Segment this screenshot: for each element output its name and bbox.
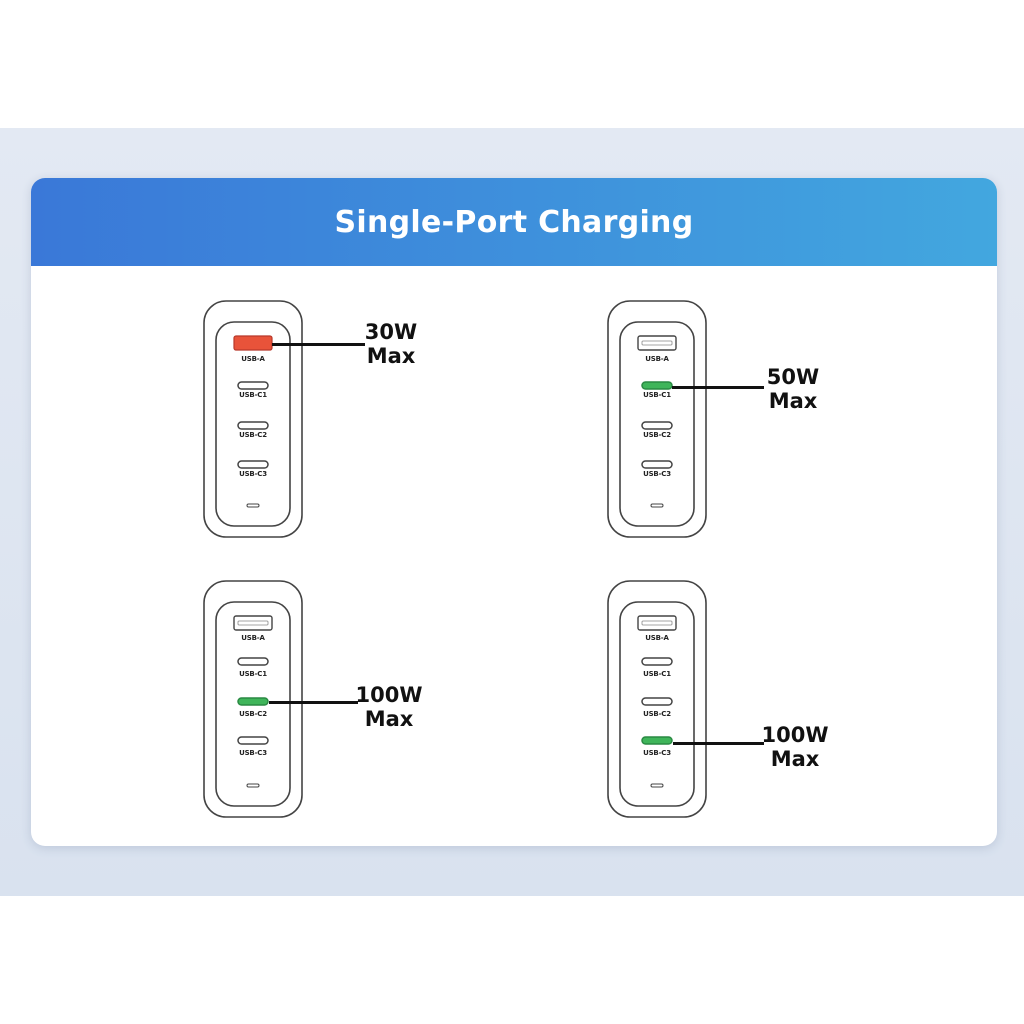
usb-c1-port-icon xyxy=(237,381,269,390)
card-header xyxy=(31,178,997,266)
usb-c3-port-icon xyxy=(237,736,269,745)
usb-c3-port-icon xyxy=(641,460,673,469)
power-callout-usb-c3: 100W Max xyxy=(755,723,835,771)
power-value: 100W xyxy=(355,683,423,707)
port-label-usb-a: USB-A xyxy=(241,634,265,642)
port-label-usb-c3: USB-C3 xyxy=(239,749,267,757)
usb-a-port-icon xyxy=(637,335,677,351)
power-callout-usb-c2: 100W Max xyxy=(349,683,429,731)
usb-a-port-active-icon xyxy=(233,335,273,351)
charger-panel-usb-c3: USB-A USB-C1 USB-C2 USB-C3 xyxy=(607,580,707,820)
callout-line xyxy=(269,701,358,704)
port-label-usb-c1: USB-C1 xyxy=(239,670,267,678)
power-unit: Max xyxy=(364,707,414,731)
callout-line xyxy=(673,742,764,745)
port-label-usb-c2: USB-C2 xyxy=(239,431,267,439)
power-value: 100W xyxy=(761,723,829,747)
usb-c2-port-icon xyxy=(641,697,673,706)
port-label-usb-c1: USB-C1 xyxy=(643,391,671,399)
usb-c1-port-icon xyxy=(237,657,269,666)
power-callout-usb-a: 30W Max xyxy=(351,320,431,368)
usb-c3-port-active-icon xyxy=(641,736,673,745)
port-label-usb-c3: USB-C3 xyxy=(643,470,671,478)
port-label-usb-c2: USB-C2 xyxy=(643,431,671,439)
charger-panel-usb-c1: USB-A USB-C1 USB-C2 USB-C3 xyxy=(607,300,707,540)
callout-line xyxy=(672,386,764,389)
charger-outline-icon xyxy=(607,580,707,818)
charger-outline-icon xyxy=(203,300,303,538)
port-label-usb-c1: USB-C1 xyxy=(643,670,671,678)
usb-c2-port-icon xyxy=(237,421,269,430)
port-label-usb-c1: USB-C1 xyxy=(239,391,267,399)
charger-outline-icon xyxy=(203,580,303,818)
port-label-usb-c3: USB-C3 xyxy=(239,470,267,478)
usb-a-port-icon xyxy=(233,615,273,631)
usb-c1-port-icon xyxy=(641,657,673,666)
power-callout-usb-c1: 50W Max xyxy=(753,365,833,413)
callout-line xyxy=(272,343,365,346)
power-unit: Max xyxy=(770,747,820,771)
port-label-usb-a: USB-A xyxy=(645,355,669,363)
usb-a-port-icon xyxy=(637,615,677,631)
port-label-usb-c2: USB-C2 xyxy=(239,710,267,718)
power-value: 30W xyxy=(364,320,418,344)
info-card: Single-Port Charging xyxy=(31,178,997,846)
usb-c1-port-active-icon xyxy=(641,381,673,390)
usb-c2-port-active-icon xyxy=(237,697,269,706)
usb-c3-port-icon xyxy=(237,460,269,469)
card-title: Single-Port Charging xyxy=(334,205,694,240)
port-label-usb-a: USB-A xyxy=(645,634,669,642)
charger-outline-icon xyxy=(607,300,707,538)
power-unit: Max xyxy=(366,344,416,368)
power-unit: Max xyxy=(768,389,818,413)
charger-panel-usb-a: USB-A USB-C1 USB-C2 USB-C3 xyxy=(203,300,303,540)
charger-panel-usb-c2: USB-A USB-C1 USB-C2 USB-C3 xyxy=(203,580,303,820)
power-value: 50W xyxy=(766,365,820,389)
port-label-usb-a: USB-A xyxy=(241,355,265,363)
port-label-usb-c2: USB-C2 xyxy=(643,710,671,718)
port-label-usb-c3: USB-C3 xyxy=(643,749,671,757)
usb-c2-port-icon xyxy=(641,421,673,430)
